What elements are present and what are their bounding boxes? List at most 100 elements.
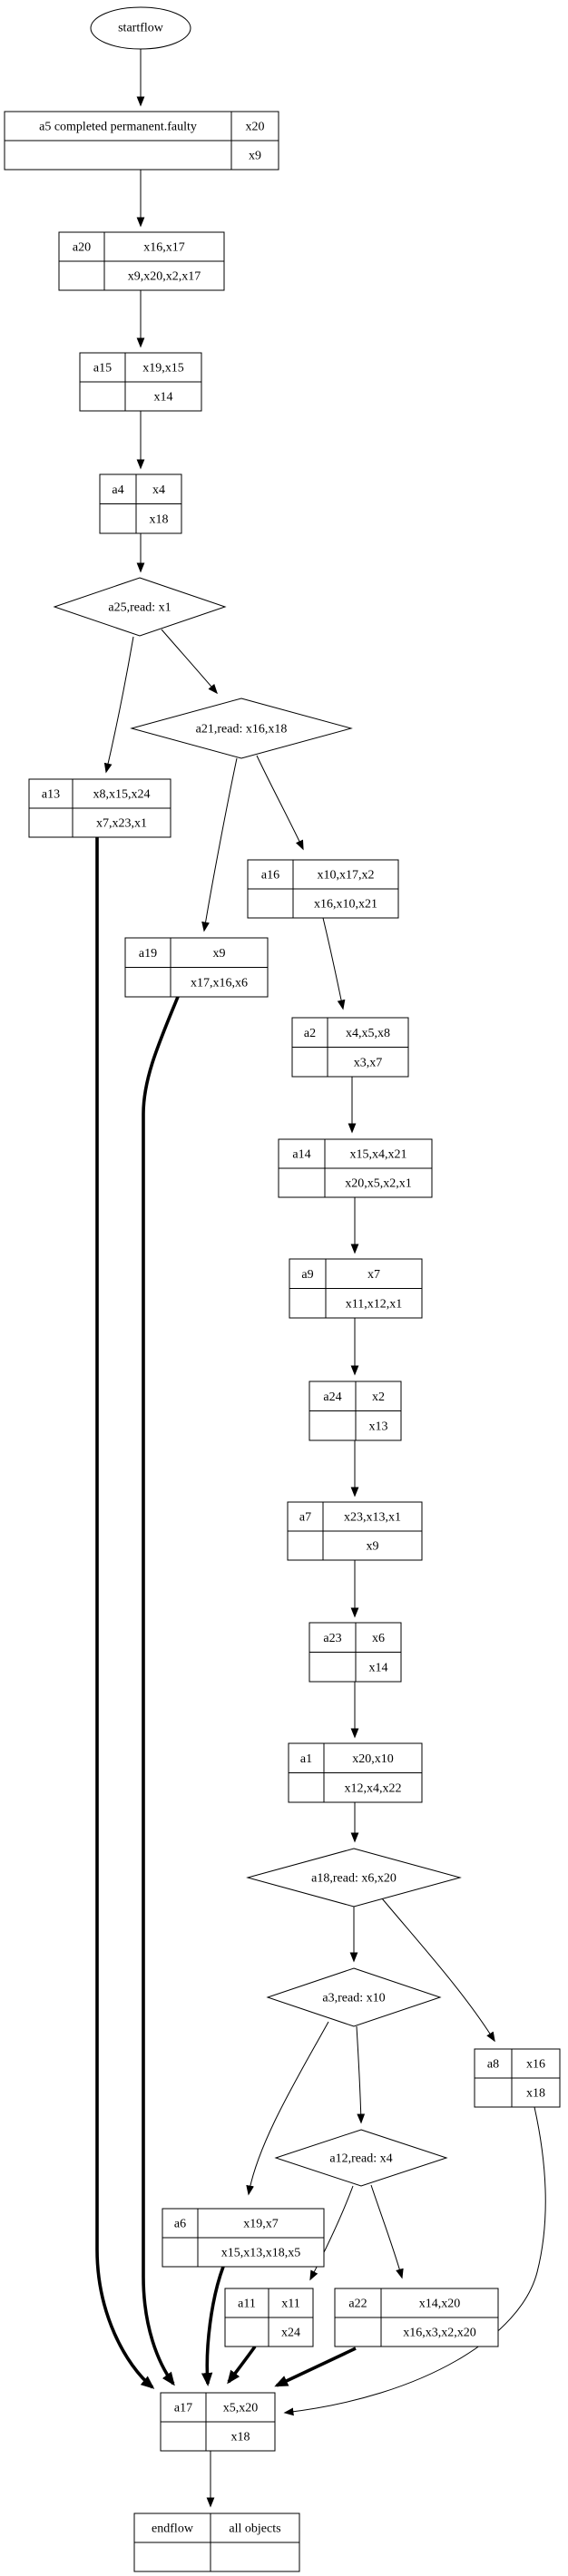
edge-a22-a17 xyxy=(274,2347,357,2387)
a9-top-value: x7 xyxy=(367,1268,380,1282)
a9-bottom-value: x11,x12,x1 xyxy=(346,1297,402,1311)
a1-label: a1 xyxy=(300,1752,312,1766)
node-a12: a12,read: x4 xyxy=(274,2129,448,2187)
a24-bottom-value: x13 xyxy=(369,1420,388,1433)
a25-diamond xyxy=(53,577,227,637)
a3-diamond xyxy=(266,1967,442,2027)
a7-top-value: x23,x13,x1 xyxy=(344,1511,401,1525)
a8-top-value: x16 xyxy=(526,2058,545,2072)
a25-label: a25,read: x1 xyxy=(108,601,171,615)
a2-bottom-value: x3,x7 xyxy=(354,1056,383,1069)
node-a17: a17 x5,x20 x18 xyxy=(160,2392,276,2452)
a18-diamond xyxy=(246,1848,462,1908)
a14-bottom-value: x20,x5,x2,x1 xyxy=(345,1177,412,1191)
a13-top-value: x8,x15,x24 xyxy=(93,788,151,802)
edge-a25-a13 xyxy=(103,636,134,774)
edges-layer xyxy=(95,49,546,2508)
a14-label: a14 xyxy=(292,1148,310,1162)
edge-a3-a12 xyxy=(356,2025,366,2124)
edge-a21-a19 xyxy=(201,757,238,932)
a24-label: a24 xyxy=(323,1390,341,1404)
a22-bottom-value: x16,x3,x2,x20 xyxy=(403,2327,476,2340)
node-a22: a22 x14,x20 x16,x3,x2,x20 xyxy=(334,2288,499,2347)
a16-top-value: x10,x17,x2 xyxy=(318,869,375,883)
node-a9: a9 x7 x11,x12,x1 xyxy=(289,1258,423,1319)
a13-label: a13 xyxy=(42,788,60,802)
a5-top-value: x20 xyxy=(246,121,265,134)
a2-top-value: x4,x5,x8 xyxy=(346,1027,390,1040)
a14-top-value: x15,x4,x21 xyxy=(350,1148,407,1162)
a21-label: a21,read: x16,x18 xyxy=(196,723,288,737)
a16-bottom-value: x16,x10,x21 xyxy=(314,898,377,912)
node-a8: a8 x16 x18 xyxy=(474,2048,561,2108)
a12-diamond xyxy=(274,2129,448,2187)
edge-a6-a17 xyxy=(201,2266,225,2386)
a18-label: a18,read: x6,x20 xyxy=(311,1872,397,1886)
edge-a21-a16 xyxy=(256,755,304,851)
node-startflow: startflow xyxy=(90,6,191,50)
a5-bottom-value: x9 xyxy=(249,150,261,163)
a16-label: a16 xyxy=(261,869,279,883)
endflow-top-value: all objects xyxy=(229,2522,280,2536)
edge-a25-a21 xyxy=(161,629,218,695)
a19-top-value: x9 xyxy=(213,947,226,961)
edge-a18-a8 xyxy=(381,1898,495,2043)
a19-bottom-value: x17,x16,x6 xyxy=(191,976,248,990)
a9-label: a9 xyxy=(301,1268,313,1282)
startflow-ellipse xyxy=(90,6,191,50)
a17-bottom-value: x18 xyxy=(231,2431,250,2444)
node-a3: a3,read: x10 xyxy=(266,1967,442,2027)
a15-top-value: x19,x15 xyxy=(142,362,184,376)
a20-label: a20 xyxy=(73,241,91,255)
node-a1: a1 x20,x10 x12,x4,x22 xyxy=(288,1742,423,1803)
a1-bottom-value: x12,x4,x22 xyxy=(345,1781,402,1795)
a4-top-value: x4 xyxy=(152,483,165,497)
a8-label: a8 xyxy=(487,2058,499,2072)
a21-diamond xyxy=(130,698,353,759)
a4-label: a4 xyxy=(112,483,123,497)
edge-a12-a11 xyxy=(309,2185,354,2281)
startflow-label: startflow xyxy=(118,22,164,35)
a20-bottom-value: x9,x20,x2,x17 xyxy=(128,270,201,284)
a17-top-value: x5,x20 xyxy=(223,2402,259,2415)
a17-label: a17 xyxy=(174,2402,192,2415)
node-a2: a2 x4,x5,x8 x3,x7 xyxy=(291,1017,409,1078)
a3-label: a3,read: x10 xyxy=(322,1992,385,2005)
a11-top-value: x11 xyxy=(281,2298,299,2311)
a12-label: a12,read: x4 xyxy=(329,2152,392,2166)
a7-label: a7 xyxy=(299,1511,311,1525)
a20-top-value: x16,x17 xyxy=(143,241,185,255)
nodes-layer: startflow a5 completed permanent.faulty x2… xyxy=(4,6,561,2572)
a23-bottom-value: x14 xyxy=(369,1661,388,1674)
a22-top-value: x14,x20 xyxy=(419,2298,461,2311)
endflow-label: endflow xyxy=(152,2522,194,2536)
a8-bottom-value: x18 xyxy=(526,2087,545,2101)
node-a18: a18,read: x6,x20 xyxy=(246,1848,462,1908)
edge-a12-a22 xyxy=(370,2184,404,2279)
node-endflow: endflow all objects xyxy=(133,2513,300,2572)
node-a15: a15 x19,x15 x14 xyxy=(79,352,202,412)
edge-a16-a2 xyxy=(322,917,346,1010)
edge-a11-a17 xyxy=(227,2345,257,2385)
a13-bottom-value: x7,x23,x1 xyxy=(96,817,147,831)
a5-label: a5 completed permanent.faulty xyxy=(39,121,197,134)
edge-a19-a17 xyxy=(142,996,180,2386)
node-a25: a25,read: x1 xyxy=(53,577,227,637)
a6-top-value: x19,x7 xyxy=(243,2218,279,2231)
a23-label: a23 xyxy=(323,1632,341,1645)
a2-label: a2 xyxy=(304,1027,316,1040)
a22-label: a22 xyxy=(348,2298,367,2311)
node-a5: a5 completed permanent.faulty x20 x9 xyxy=(4,111,279,171)
a6-label: a6 xyxy=(174,2218,186,2231)
a15-bottom-value: x14 xyxy=(154,391,173,405)
node-a16: a16 x10,x17,x2 x16,x10,x21 xyxy=(247,859,399,919)
a1-top-value: x20,x10 xyxy=(352,1752,394,1766)
node-a13: a13 x8,x15,x24 x7,x23,x1 xyxy=(28,778,171,838)
a15-label: a15 xyxy=(93,362,112,376)
